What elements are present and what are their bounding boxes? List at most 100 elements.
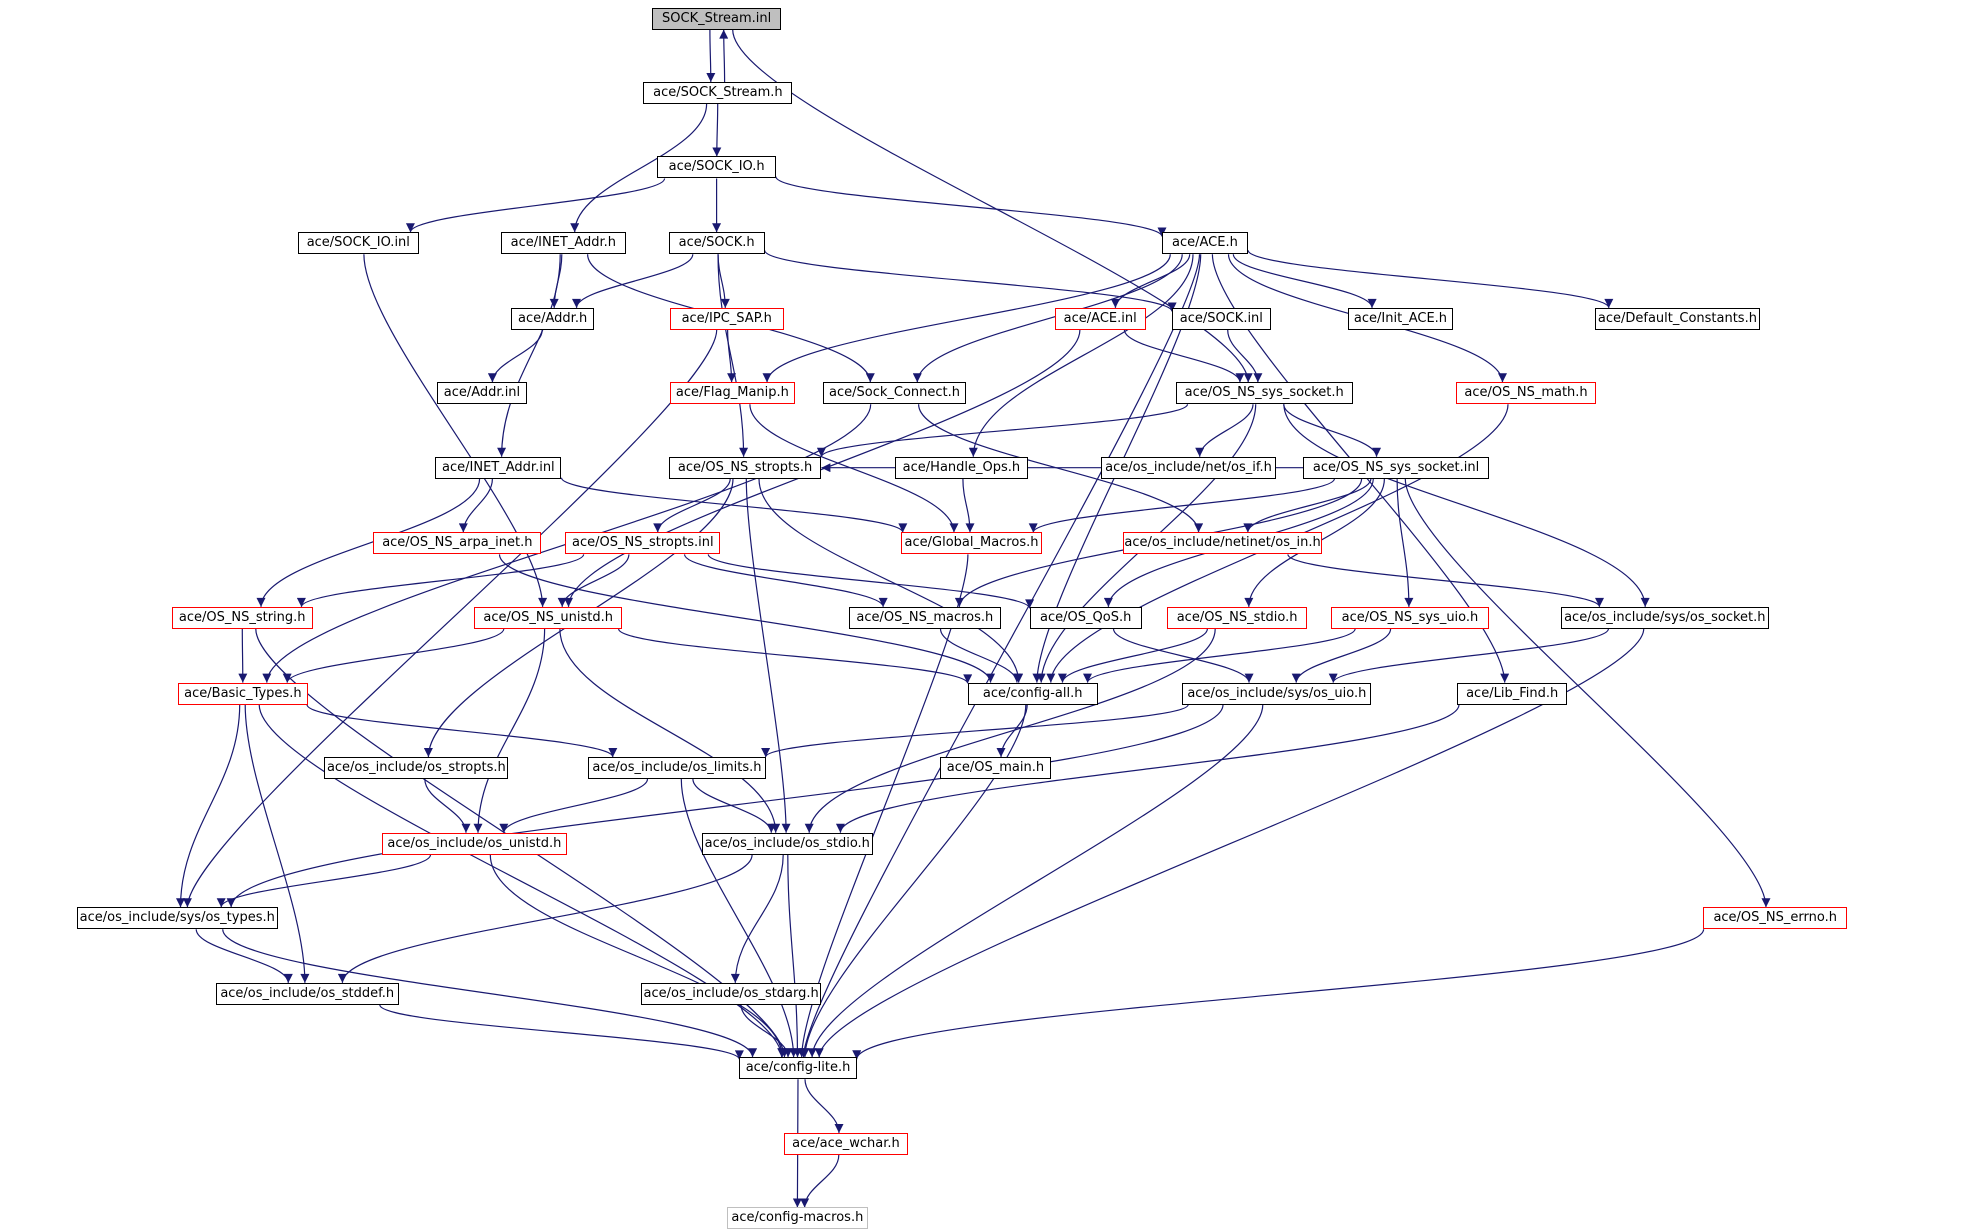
edge-n32-n36 — [1291, 628, 1392, 683]
edge-n14-n25 — [749, 404, 959, 533]
edge-n45-n47 — [379, 1004, 744, 1060]
node-n29[interactable]: ace/OS_NS_macros.h — [849, 606, 1001, 629]
node-n36[interactable]: ace/os_include/sys/os_uio.h — [1182, 682, 1372, 705]
node-n19[interactable]: ace/OS_NS_stropts.h — [668, 456, 822, 479]
node-n12[interactable]: ace/Default_Constants.h — [1594, 307, 1761, 330]
node-n9[interactable]: ace/ACE.inl — [1054, 307, 1146, 330]
edge-n6-n47 — [799, 254, 1201, 1058]
edge-n26-n33 — [1287, 553, 1604, 608]
node-n8[interactable]: ace/IPC_SAP.h — [669, 307, 784, 330]
node-n17[interactable]: ace/OS_NS_math.h — [1456, 382, 1597, 405]
edge-n15-n26 — [918, 404, 1204, 533]
node-n3[interactable]: ace/SOCK_IO.inl — [297, 232, 419, 255]
edge-n0-n1 — [706, 29, 716, 83]
edge-n42-n47 — [787, 854, 802, 1058]
edge-n39-n41 — [499, 778, 649, 833]
edge-n16-n21 — [1195, 404, 1254, 457]
edge-n1-n0 — [719, 29, 729, 83]
edge-n34-n47 — [258, 704, 787, 1058]
node-n44[interactable]: ace/OS_NS_errno.h — [1703, 907, 1848, 930]
node-n38[interactable]: ace/os_include/os_stropts.h — [324, 757, 509, 780]
edge-n22-n32 — [1396, 478, 1414, 607]
node-n15[interactable]: ace/Sock_Connect.h — [822, 382, 967, 405]
node-n43[interactable]: ace/os_include/sys/os_types.h — [76, 907, 278, 930]
edge-n33-n47 — [814, 628, 1645, 1058]
node-n39[interactable]: ace/os_include/os_limits.h — [587, 757, 766, 780]
edge-n18-n27 — [256, 478, 481, 607]
edge-n8-n14 — [727, 329, 737, 383]
edge-n37-n42 — [836, 704, 1460, 833]
node-n47[interactable]: ace/config-lite.h — [739, 1057, 857, 1080]
node-n34[interactable]: ace/Basic_Types.h — [177, 682, 308, 705]
edge-n30-n36 — [1112, 628, 1254, 683]
node-n7[interactable]: ace/Addr.h — [510, 307, 595, 330]
edge-n28-n41 — [473, 628, 546, 833]
node-n33[interactable]: ace/os_include/sys/os_socket.h — [1560, 606, 1769, 629]
node-n26[interactable]: ace/os_include/netinet/os_in.h — [1122, 532, 1323, 555]
node-n35[interactable]: ace/config-all.h — [967, 682, 1098, 705]
edge-n18-n25 — [560, 477, 908, 533]
edge-n28-n42 — [559, 628, 781, 833]
edge-n1-n2 — [712, 103, 722, 157]
node-n45[interactable]: ace/os_include/os_stddef.h — [215, 982, 399, 1005]
edge-n19-n24 — [653, 478, 731, 533]
node-n42[interactable]: ace/os_include/os_stdio.h — [701, 832, 874, 855]
edge-n24-n28 — [557, 554, 630, 608]
node-n10[interactable]: ace/SOCK.inl — [1172, 307, 1271, 330]
node-n27[interactable]: ace/OS_NS_string.h — [171, 606, 313, 629]
edge-n39-n42 — [692, 778, 776, 833]
edge-n29-n35 — [939, 628, 1022, 683]
node-n14[interactable]: ace/Flag_Manip.h — [669, 382, 795, 405]
edge-n2-n3 — [406, 178, 666, 233]
node-n49[interactable]: ace/config-macros.h — [726, 1207, 869, 1230]
node-n2[interactable]: ace/SOCK_IO.h — [657, 156, 776, 179]
node-n5[interactable]: ace/SOCK.h — [668, 232, 765, 255]
node-n0: SOCK_Stream.inl — [652, 7, 781, 30]
edge-n31-n42 — [804, 628, 1216, 833]
edge-n23-n35 — [498, 554, 996, 683]
edge-n9-n16 — [1123, 329, 1245, 383]
edge-n32-n35 — [1083, 628, 1356, 683]
edge-n6-n9 — [1110, 254, 1191, 309]
node-n23[interactable]: ace/OS_NS_arpa_inet.h — [373, 532, 542, 555]
node-n32[interactable]: ace/OS_NS_sys_uio.h — [1331, 606, 1489, 629]
edge-n42-n46 — [730, 854, 784, 983]
edge-n16-n33 — [1283, 404, 1650, 607]
node-n6[interactable]: ace/ACE.h — [1162, 232, 1248, 255]
node-n22[interactable]: ace/OS_NS_sys_socket.inl — [1303, 456, 1489, 479]
node-n1[interactable]: ace/SOCK_Stream.h — [643, 82, 793, 104]
node-n20[interactable]: ace/Handle_Ops.h — [894, 456, 1029, 479]
edge-n34-n39 — [306, 704, 618, 758]
node-n30[interactable]: ace/OS_QoS.h — [1029, 606, 1142, 629]
node-n24[interactable]: ace/OS_NS_stropts.inl — [565, 532, 721, 555]
edge-n36-n39 — [761, 704, 1189, 758]
node-n28[interactable]: ace/OS_NS_unistd.h — [474, 606, 622, 629]
edge-n19-n35 — [758, 478, 1024, 683]
node-n46[interactable]: ace/os_include/os_stdarg.h — [640, 982, 822, 1005]
edge-n2-n6 — [775, 176, 1167, 238]
node-n37[interactable]: ace/Lib_Find.h — [1457, 682, 1568, 705]
node-n21[interactable]: ace/os_include/net/os_if.h — [1101, 456, 1276, 479]
edge-n34-n45 — [244, 704, 310, 983]
edge-n18-n23 — [458, 478, 493, 533]
edge-n16-n19 — [817, 403, 1189, 458]
node-n48[interactable]: ace/ace_wchar.h — [783, 1133, 909, 1155]
edge-n24-n30 — [707, 554, 1034, 609]
node-n4[interactable]: ace/INET_Addr.h — [500, 232, 626, 255]
edge-n6-n14 — [762, 254, 1171, 383]
edge-n41-n47 — [489, 854, 787, 1058]
node-n25[interactable]: ace/Global_Macros.h — [900, 532, 1043, 555]
node-n11[interactable]: ace/Init_ACE.h — [1347, 307, 1454, 330]
node-n41[interactable]: ace/os_include/os_unistd.h — [382, 832, 567, 855]
node-n31[interactable]: ace/OS_NS_stdio.h — [1167, 606, 1308, 629]
edge-n6-n15 — [912, 254, 1183, 383]
edge-n22-n44 — [1404, 478, 1771, 908]
node-n13[interactable]: ace/Addr.inl — [436, 382, 528, 405]
node-n16[interactable]: ace/OS_NS_sys_socket.h — [1175, 382, 1353, 405]
edge-n1-n4 — [570, 103, 708, 233]
edge-n43-n45 — [195, 929, 293, 984]
node-n40[interactable]: ace/OS_main.h — [939, 757, 1051, 780]
edge-n22-n26 — [1243, 478, 1372, 533]
edge-n35-n47 — [800, 704, 1027, 1058]
node-n18[interactable]: ace/INET_Addr.inl — [435, 456, 562, 479]
